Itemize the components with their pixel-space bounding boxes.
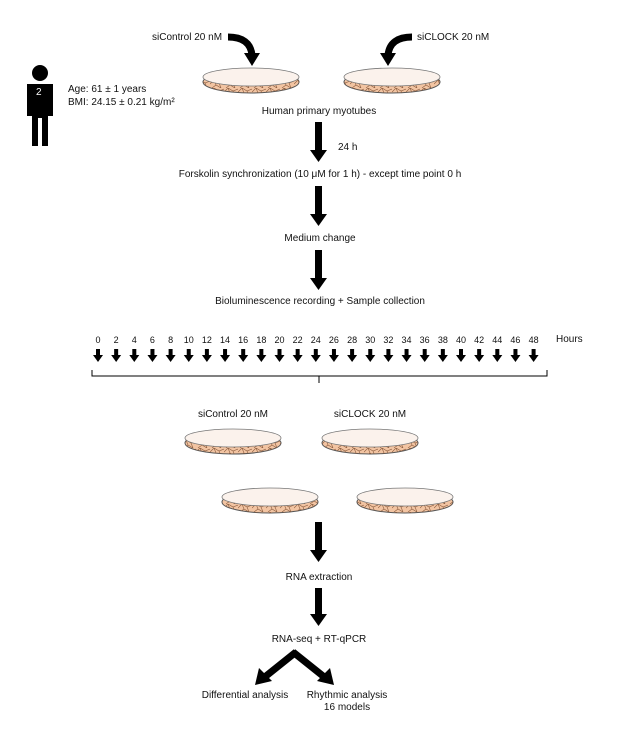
timeline-tick-label: 26 <box>328 335 339 345</box>
timeline-tick-label: 4 <box>131 335 137 345</box>
medium-change-step: Medium change <box>284 233 356 244</box>
timepoint-arrow <box>456 349 466 362</box>
timepoint-arrow <box>292 349 303 362</box>
timepoint-arrow <box>183 349 194 362</box>
timeline-tick-label: 30 <box>365 335 376 345</box>
sequencing-step: RNA-seq + RT-qPCR <box>271 634 367 645</box>
timepoint-arrow <box>328 349 339 362</box>
down-arrow <box>310 588 327 626</box>
culture-dish-bottom-2 <box>321 428 419 455</box>
timeline-tick-label: 10 <box>183 335 194 345</box>
myotubes-label: Human primary myotubes <box>261 106 377 117</box>
timeline-tick-label: 24 <box>310 335 321 345</box>
down-arrow <box>310 250 327 290</box>
timepoint-arrow <box>274 349 285 362</box>
timepoint-arrow <box>111 349 122 362</box>
timepoint-arrow <box>93 349 103 362</box>
differential-analysis: Differential analysis <box>201 690 289 701</box>
sicontrol-label-bottom: siControl 20 nM <box>197 409 269 420</box>
culture-dish-top-right <box>343 67 441 94</box>
siclock-label-bottom: siCLOCK 20 nM <box>333 409 407 420</box>
timeline-tick-label: 6 <box>149 335 155 345</box>
timepoint-arrow <box>220 349 231 362</box>
timeline-tick-label: 32 <box>383 335 394 345</box>
culture-dish-top-left <box>202 67 300 94</box>
timeline-tick-label: 18 <box>256 335 267 345</box>
timeline-tick-label: 14 <box>220 335 231 345</box>
down-arrow <box>310 522 327 562</box>
timeline-tick-label: 2 <box>113 335 119 345</box>
culture-dish-bottom-4 <box>356 487 454 514</box>
timeline-tick-label: 8 <box>168 335 174 345</box>
culture-dish-bottom-3 <box>221 487 319 514</box>
person-icon <box>27 65 53 146</box>
timeline-tick-label: 34 <box>401 335 412 345</box>
timepoint-arrow <box>401 349 412 362</box>
timepoint-arrow <box>238 349 249 362</box>
timeline-tick-label: 42 <box>474 335 485 345</box>
split-arrow-right <box>290 649 334 685</box>
timeline-tick-label: 22 <box>292 335 303 345</box>
timeline-tick-label: 0 <box>95 335 101 345</box>
rhythmic-models: 16 models <box>323 702 371 713</box>
culture-dish-bottom-1 <box>184 428 282 455</box>
split-arrow-left <box>255 649 299 685</box>
timeline-tick-label: 44 <box>492 335 503 345</box>
bmi-text: BMI: 24.15 ± 0.21 kg/m² <box>68 97 175 108</box>
timepoint-arrow <box>383 349 394 362</box>
timeline-tick-label: 20 <box>274 335 285 345</box>
timeline-tick-label: 38 <box>437 335 448 345</box>
timeline-tick-label: 36 <box>419 335 430 345</box>
timeline-tick-label: 46 <box>510 335 521 345</box>
timepoint-arrow <box>492 349 503 362</box>
timeline-tick-label: 48 <box>528 335 539 345</box>
timepoint-arrow <box>437 349 448 362</box>
down-arrow <box>310 186 327 226</box>
timepoint-arrow <box>310 349 321 362</box>
timepoint-arrow <box>510 349 521 362</box>
siclock-label-top: siCLOCK 20 nM <box>417 32 490 43</box>
timepoint-arrow <box>419 349 430 362</box>
timeline-arrows <box>93 349 539 362</box>
curved-arrow-right <box>380 33 413 66</box>
timepoint-arrow <box>165 349 176 362</box>
timeline-tick-label: 12 <box>201 335 212 345</box>
sicontrol-label-top: siControl 20 nM <box>152 32 223 43</box>
hours-unit: Hours <box>556 334 583 345</box>
timeline-bracket <box>91 370 548 383</box>
timepoint-arrow <box>147 349 158 362</box>
incubation-time: 24 h <box>338 142 358 153</box>
timeline-tick-label: 28 <box>347 335 358 345</box>
rna-extraction-step: RNA extraction <box>285 572 353 583</box>
recording-step: Bioluminescence recording + Sample colle… <box>215 296 425 307</box>
forskolin-step: Forskolin synchronization (10 μM for 1 h… <box>178 169 462 180</box>
timeline-tick-label: 16 <box>238 335 249 345</box>
timepoint-arrow <box>474 349 485 362</box>
curved-arrow-left <box>227 33 260 66</box>
age-text: Age: 61 ± 1 years <box>68 84 147 95</box>
person-number: 2 <box>36 87 42 98</box>
rhythmic-analysis: Rhythmic analysis <box>306 690 388 701</box>
down-arrow <box>310 122 327 162</box>
timepoint-arrow <box>528 349 539 362</box>
timepoint-arrow <box>129 349 140 362</box>
timepoint-arrow <box>365 349 376 362</box>
timepoint-arrow <box>347 349 358 362</box>
timepoint-arrow <box>201 349 212 362</box>
timeline-tick-label: 40 <box>455 335 467 345</box>
timepoint-arrow <box>256 349 267 362</box>
